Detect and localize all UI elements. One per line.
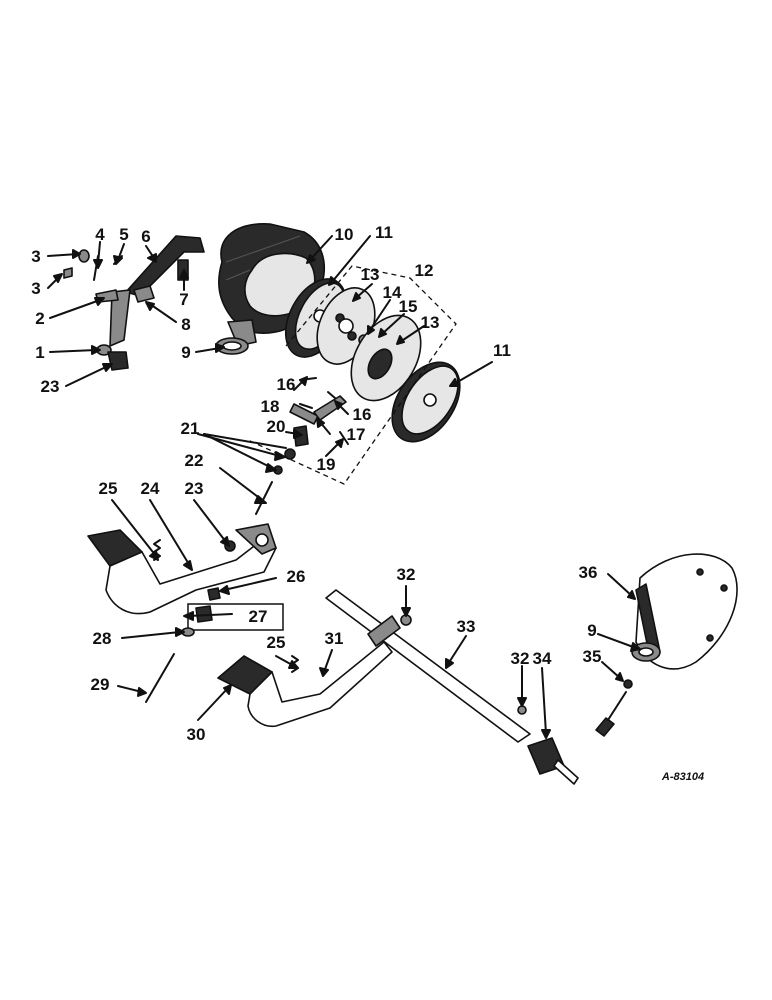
callout-36: 36 [579,563,598,582]
callout-20: 20 [267,417,286,436]
callout-3: 3 [31,247,40,266]
part-26-bolt [207,587,221,601]
callout-14: 14 [383,283,402,302]
figure-reference: A-83104 [661,771,704,783]
callout-8: 8 [181,315,190,334]
callout-3: 3 [31,279,40,298]
callout-9: 9 [181,343,190,362]
callout-13: 13 [421,313,440,332]
part-18-link [289,403,319,425]
callout-13: 13 [361,265,380,284]
callout-27: 27 [249,607,268,626]
callout-22: 22 [185,451,204,470]
callout-23: 23 [41,377,60,396]
callout-labels: 3 3 4 5 6 7 8 2 1 23 9 10 11 12 13 14 15… [31,223,601,744]
callout-9: 9 [587,621,596,640]
callout-32: 32 [511,649,530,668]
callout-16: 16 [277,375,296,394]
callout-16: 16 [353,405,372,424]
callout-11: 11 [375,223,393,242]
callout-28: 28 [93,629,112,648]
callout-26: 26 [287,567,306,586]
part-33-cross-shaft [325,589,531,743]
callout-18: 18 [261,397,280,416]
part-23-handle-upper [107,351,129,371]
callout-35: 35 [583,647,602,666]
callout-11: 11 [493,341,511,360]
part-36-brake-housing-right [635,553,738,670]
part-19-pin [339,431,349,445]
leader-lines [47,235,641,739]
callout-12: 12 [415,261,434,280]
callout-19: 19 [317,455,336,474]
callout-25: 25 [99,479,118,498]
part-24-brake-pedal-left [87,523,277,615]
callout-31: 31 [325,629,344,648]
callout-1: 1 [35,343,44,362]
callout-17: 17 [347,425,366,444]
callout-32: 32 [397,565,416,584]
callout-21: 21 [181,419,200,438]
part-11-brake-disc-right [391,361,461,443]
callout-24: 24 [141,479,160,498]
part-32-fitting-lower [517,705,527,715]
callout-2: 2 [35,309,44,328]
callout-6: 6 [141,227,150,246]
callout-34: 34 [533,649,552,668]
callout-30: 30 [187,725,206,744]
part-25-spring-left [153,539,161,561]
callout-15: 15 [399,297,418,316]
callout-25: 25 [267,633,286,652]
part-8-plate [133,285,155,303]
part-22-rod [255,481,273,515]
part-21-nut [273,448,296,475]
callout-33: 33 [457,617,476,636]
part-30-brake-pedal-right [217,641,393,728]
callout-4: 4 [95,225,105,244]
part-27-boxed-parts [187,603,284,631]
callout-29: 29 [91,675,110,694]
part-13-actuating-disc-lower [350,314,422,402]
callout-7: 7 [179,290,188,309]
callout-23: 23 [185,479,204,498]
callout-10: 10 [335,225,354,244]
part-29-long-bolt [145,653,175,703]
part-3-bolt [63,249,90,279]
callout-5: 5 [119,225,128,244]
part-34-coupler [527,737,579,785]
part-35-adjuster [595,679,633,737]
